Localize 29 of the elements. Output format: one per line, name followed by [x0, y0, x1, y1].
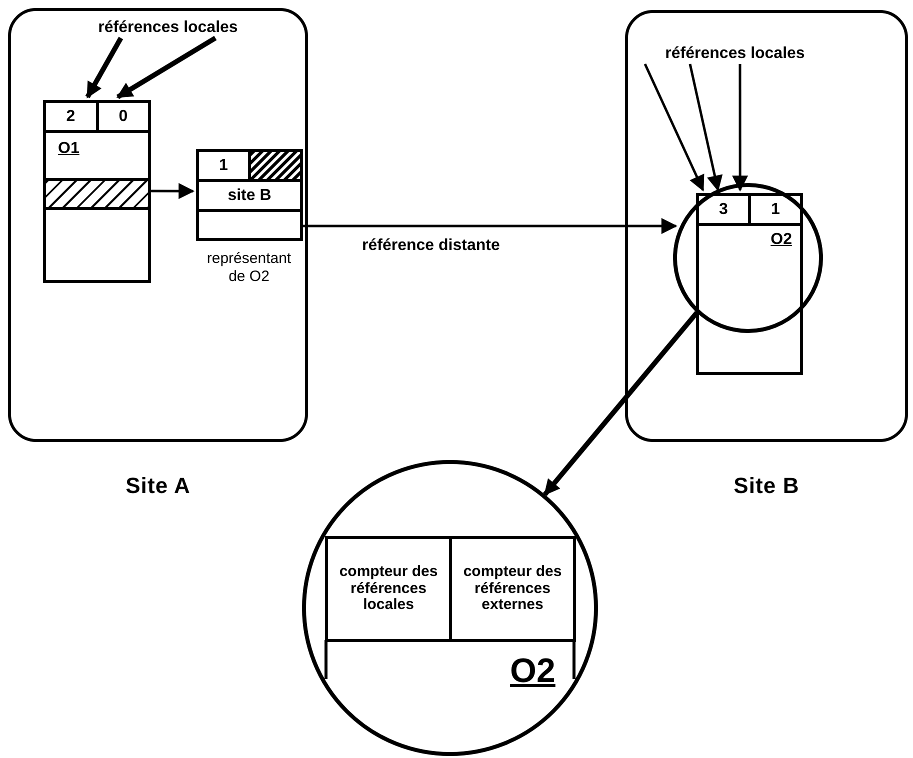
site-field: site B	[199, 182, 300, 212]
hatched-field	[46, 178, 148, 210]
arrow	[732, 64, 748, 192]
caption-text: représentant de O2	[206, 250, 292, 285]
arrow	[116, 36, 217, 100]
magnifier-circle	[673, 183, 823, 333]
annotation-text: références locales	[63, 15, 273, 41]
arrow	[148, 183, 195, 200]
annotation-text: références locales	[635, 41, 835, 67]
object-name: O2	[770, 230, 792, 250]
counter-cell-text: 1	[770, 200, 781, 220]
arrow	[300, 218, 678, 234]
object-box	[43, 100, 151, 283]
object-name: O1	[58, 139, 80, 159]
arrow	[644, 63, 704, 192]
counter-cell: 2	[46, 103, 98, 130]
object-name: O2	[510, 652, 556, 690]
site-label: Site A	[126, 473, 190, 498]
counter-cell: 3	[699, 196, 751, 223]
counter-label: compteur des références externes	[462, 562, 563, 616]
magnified-circle	[302, 460, 598, 756]
site-label: Site B	[734, 473, 800, 498]
counter-label: compteur des références locales	[328, 539, 452, 639]
arrow	[688, 64, 723, 192]
counter-cell-text: 0	[118, 106, 129, 126]
arrow	[85, 36, 124, 98]
arrow	[542, 310, 699, 496]
edge-label: référence distante	[362, 237, 500, 254]
object-box	[696, 193, 803, 375]
